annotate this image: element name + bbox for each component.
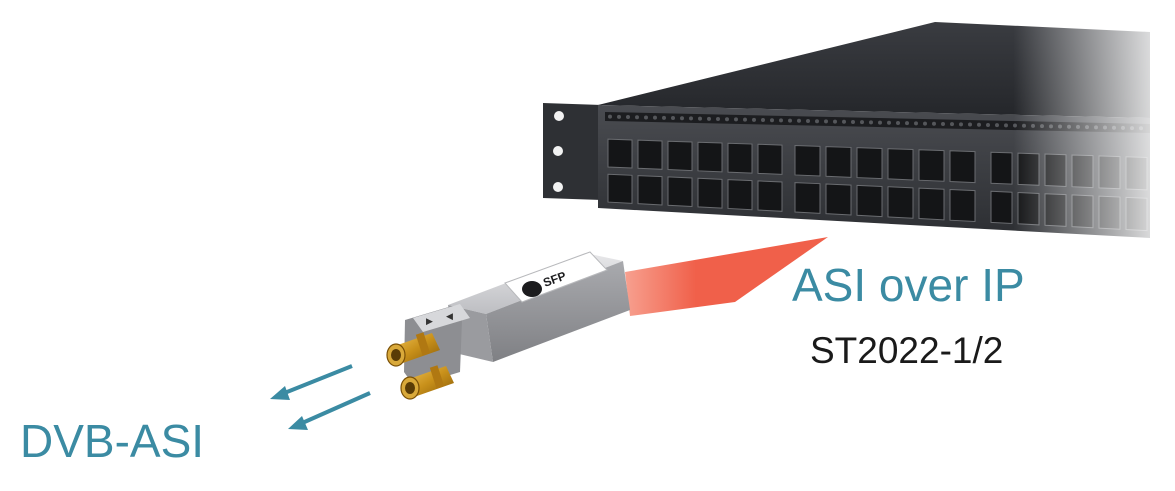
rack-ear-hole bbox=[554, 111, 564, 121]
sfp-logo-mark bbox=[522, 281, 542, 297]
rx-arrow-glyph: ▶ bbox=[426, 317, 433, 327]
sfp-module-icon: SFP ▶ ◀ bbox=[387, 252, 630, 399]
network-switch-icon bbox=[543, 20, 1175, 245]
asi-over-ip-label: ASI over IP bbox=[792, 258, 1025, 312]
arrow-left-icon bbox=[288, 393, 370, 430]
rack-ear-hole bbox=[553, 146, 563, 156]
tx-arrow-glyph: ◀ bbox=[446, 312, 453, 322]
dvb-asi-label: DVB-ASI bbox=[20, 414, 204, 468]
arrow-left-icon bbox=[270, 366, 352, 400]
rack-ear-hole bbox=[553, 182, 563, 192]
switch-fade bbox=[598, 20, 1175, 245]
standard-label: ST2022-1/2 bbox=[810, 330, 1003, 372]
rack-ear bbox=[543, 103, 602, 200]
